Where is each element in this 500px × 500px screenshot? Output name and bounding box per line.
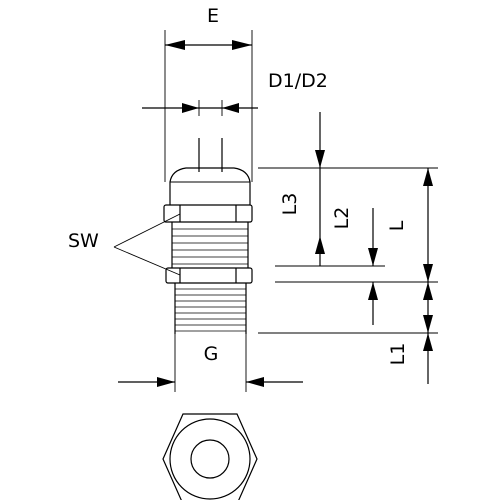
bottom-view-hexagon (162, 413, 258, 500)
dimension-l2: L2 (331, 207, 378, 325)
label-l2: L2 (331, 207, 353, 230)
dimension-l1: L1 (387, 282, 433, 384)
label-d1d2: D1/D2 (268, 70, 328, 92)
lower-hex-nut (165, 267, 253, 284)
upper-hex-nut (163, 204, 253, 223)
gland-body (171, 222, 249, 268)
label-l: L (386, 220, 408, 231)
threaded-connection (174, 283, 247, 392)
dimension-d1d2: D1/D2 (142, 70, 328, 116)
label-sw: SW (68, 230, 99, 252)
dimension-sw: SW (68, 213, 181, 276)
dimension-l3: L3 (279, 112, 325, 266)
label-e: E (207, 5, 219, 27)
dimension-g: G (118, 343, 303, 387)
label-g: G (204, 343, 219, 365)
cable (198, 138, 223, 172)
dimension-l: L (386, 168, 433, 282)
dimension-e: E (164, 5, 253, 182)
label-l1: L1 (387, 343, 409, 366)
dome-cap (169, 167, 251, 205)
label-l3: L3 (279, 193, 301, 216)
extension-lines (258, 167, 438, 334)
